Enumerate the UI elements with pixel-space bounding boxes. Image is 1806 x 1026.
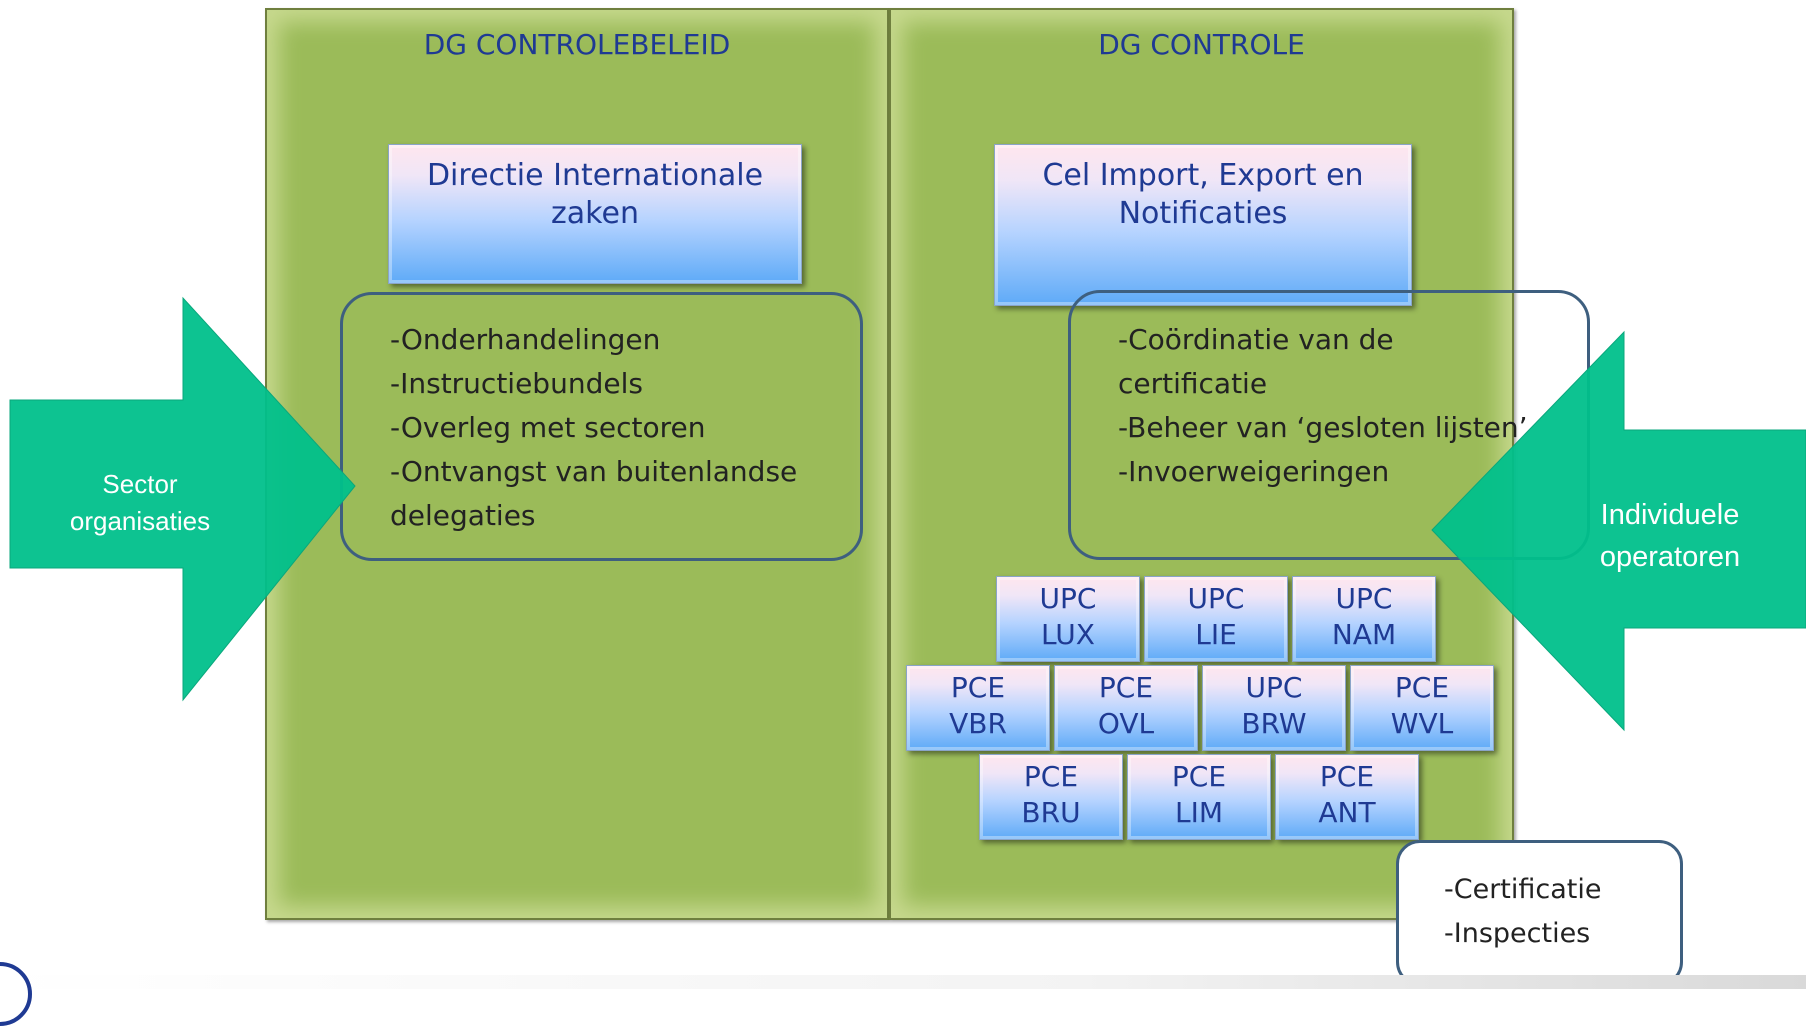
unit-code: VBR (949, 707, 1007, 740)
unit-code: BRU (1021, 796, 1081, 829)
tasks-list-left: -Onderhandelingen -Instructiebundels -Ov… (390, 318, 797, 538)
task-item: -Certificatie (1444, 874, 1602, 905)
logo-icon (0, 962, 32, 1026)
unit-code: NAM (1331, 618, 1397, 651)
unit-pce-lim: PCE LIM (1127, 754, 1271, 840)
arrow-right-shape (9, 296, 356, 702)
arrow-label-individuele-operatoren: Individuele operatoren (1560, 494, 1780, 578)
task-item: -Coördinatie van de (1118, 323, 1394, 356)
unit-upc-lie: UPC LIE (1144, 576, 1288, 662)
unit-code: OVL (1097, 707, 1155, 740)
unit-code: LIE (1195, 618, 1237, 651)
unit-code: WVL (1390, 707, 1454, 740)
unit-code: BRW (1241, 707, 1307, 740)
task-item: -Onderhandelingen (390, 323, 661, 356)
unit-code: LUX (1041, 618, 1095, 651)
tasks-list-local: -Certificatie -Inspecties (1444, 868, 1602, 956)
task-item: -Beheer van ‘gesloten lijsten’ (1118, 411, 1528, 444)
arrow-label-line: operatoren (1599, 541, 1741, 573)
unit-pce-ovl: PCE OVL (1054, 665, 1198, 751)
unit-right-line1: Cel Import, Export en (1042, 158, 1364, 193)
unit-pce-wvl: PCE WVL (1350, 665, 1494, 751)
arrow-label-sector-organisaties: Sector organisaties (40, 466, 240, 540)
unit-type: PCE (1319, 760, 1375, 793)
task-item: delegaties (390, 499, 536, 532)
unit-left-line1: Directie Internationale (426, 158, 764, 193)
unit-upc-lux: UPC LUX (996, 576, 1140, 662)
task-item: certificatie (1118, 367, 1268, 400)
task-item: -Invoerweigeringen (1118, 455, 1390, 488)
unit-upc-nam: UPC NAM (1292, 576, 1436, 662)
unit-type: UPC (1335, 582, 1393, 615)
arrow-label-line: Individuele (1600, 499, 1740, 531)
unit-type: PCE (1098, 671, 1154, 704)
panel-title-right: DG CONTROLE (1098, 28, 1305, 61)
unit-cel-import-export: Cel Import, Export en Notificaties (994, 144, 1412, 306)
unit-upc-brw: UPC BRW (1202, 665, 1346, 751)
unit-type: UPC (1245, 671, 1303, 704)
unit-type: PCE (1171, 760, 1227, 793)
unit-type: PCE (950, 671, 1006, 704)
task-item: -Overleg met sectoren (390, 411, 706, 444)
unit-code: ANT (1318, 796, 1376, 829)
unit-pce-vbr: PCE VBR (906, 665, 1050, 751)
unit-directie-internationale-zaken: Directie Internationale zaken (388, 144, 802, 284)
unit-right-line2: Notificaties (1118, 196, 1288, 231)
unit-type: PCE (1023, 760, 1079, 793)
tasks-list-right: -Coördinatie van de certificatie -Beheer… (1118, 318, 1528, 494)
panel-title-left: DG CONTROLEBELEID (423, 28, 731, 61)
task-item: -Instructiebundels (390, 367, 643, 400)
unit-type: PCE (1394, 671, 1450, 704)
arrow-label-line: organisaties (69, 506, 211, 536)
tasks-outline-local (1396, 840, 1683, 986)
unit-left-line2: zaken (551, 196, 639, 231)
arrow-left-shape (1431, 330, 1806, 732)
footer-bar (0, 975, 1806, 989)
task-item: -Inspecties (1444, 918, 1591, 949)
arrow-label-line: Sector (102, 469, 178, 499)
unit-code: LIM (1174, 796, 1223, 829)
task-item: -Ontvangst van buitenlandse (390, 455, 798, 488)
unit-pce-bru: PCE BRU (979, 754, 1123, 840)
unit-type: UPC (1187, 582, 1245, 615)
unit-type: UPC (1039, 582, 1097, 615)
unit-pce-ant: PCE ANT (1275, 754, 1419, 840)
tasks-outline-left (340, 292, 863, 561)
